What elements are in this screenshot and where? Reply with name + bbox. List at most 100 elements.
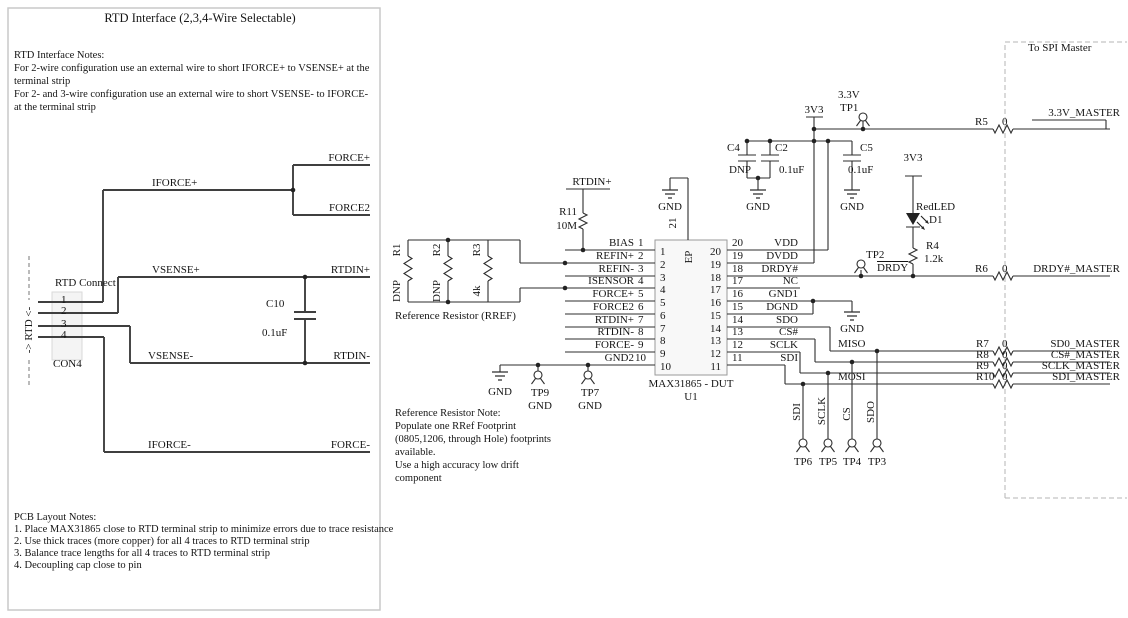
connector-pin-4: 4 <box>61 329 67 341</box>
ic-pad-num: 15 <box>710 310 721 322</box>
tp1-ref: TP1 <box>840 102 859 114</box>
net-force-minus: FORCE- <box>330 439 370 451</box>
gnd-label: GND <box>488 386 512 398</box>
ic-pad-num: 17 <box>710 284 721 296</box>
connector-ref: CON4 <box>53 358 82 370</box>
power-flag-3v3: 3V3 <box>804 104 824 116</box>
rtdin-flag: RTDIN+ <box>572 176 612 188</box>
r5-value: 0 <box>1002 116 1008 128</box>
pin-num: 18 <box>732 263 743 275</box>
r3-ref: R3 <box>471 243 483 257</box>
frames <box>7 7 1127 611</box>
connector-pin-1: 1 <box>61 294 67 306</box>
ic-pad-num: 11 <box>710 361 721 373</box>
ic-refdes: U1 <box>684 391 698 403</box>
r2-ref: R2 <box>431 243 443 257</box>
rref-note-line: Use a high accuracy low drift <box>395 460 519 471</box>
r4-value: 1.2k <box>924 253 944 265</box>
rtd-flag: -> RTD <- <box>23 306 35 354</box>
net-sd0-master: SD0_MASTER <box>1050 338 1120 350</box>
ic-pad-num: 9 <box>660 348 666 360</box>
pin-name-gnd2: GND2 <box>604 352 634 364</box>
c10-ref: C10 <box>266 298 285 310</box>
ic-pad-num: 1 <box>660 246 666 258</box>
ic-pad-num: 13 <box>710 335 721 347</box>
tp7-ref: TP7 <box>580 387 600 399</box>
r11-ref: R11 <box>559 206 577 218</box>
pin-name-bias: BIAS <box>608 237 634 249</box>
net-vsense-plus: VSENSE+ <box>152 264 200 276</box>
pin-name-sclk: SCLK <box>769 339 798 351</box>
pin-num: 14 <box>732 314 743 326</box>
r10-ref: R10 <box>976 371 995 383</box>
pin-num: 15 <box>732 301 743 313</box>
pin-name-refinp: REFIN+ <box>596 250 634 262</box>
pin-num: 6 <box>638 301 644 313</box>
tp2-net-drdy: DRDY <box>877 262 909 274</box>
pin-num: 2 <box>638 250 644 262</box>
r6-ref: R6 <box>975 263 988 275</box>
pin-num: 16 <box>732 288 743 300</box>
connector-pin-2: 2 <box>61 305 67 317</box>
tp3-ref: TP3 <box>867 456 887 468</box>
pin-name-nc: NC <box>782 275 798 287</box>
r7-value: 0 <box>1002 338 1008 350</box>
net-rtdin-plus: RTDIN+ <box>330 264 370 276</box>
r8-value: 0 <box>1002 349 1008 361</box>
pin-name-rtdinn: RTDIN- <box>597 326 634 338</box>
pin-num: 11 <box>732 352 743 364</box>
c4-value: DNP <box>729 164 752 176</box>
pin-num: 20 <box>732 237 743 249</box>
tp4-net: CS <box>841 407 853 421</box>
pin-name-sdi: SDI <box>780 352 798 364</box>
tp1-net: 3.3V <box>838 89 860 101</box>
r7-ref: R7 <box>976 338 989 350</box>
ic-pad-num: 12 <box>710 348 721 360</box>
tp9-net: GND <box>528 400 552 412</box>
c5-ref: C5 <box>860 142 873 154</box>
r9-value: 0 <box>1002 360 1008 372</box>
c10-value: 0.1uF <box>262 327 288 339</box>
tp5-net: SCLK <box>816 396 828 426</box>
pin-num: 8 <box>638 326 644 338</box>
c2-ref: C2 <box>775 142 788 154</box>
net-force2: FORCE2 <box>329 202 370 214</box>
gnd-label: GND <box>840 201 864 213</box>
ic-pad-num: 19 <box>710 259 721 271</box>
junction-dots <box>290 126 916 387</box>
rtd-note-line: RTD Interface Notes: <box>14 50 105 61</box>
net-sclk-master: SCLK_MASTER <box>1041 360 1120 372</box>
power-flag-3v3-led: 3V3 <box>903 152 923 164</box>
pin-name-gnd1: GND1 <box>768 288 798 300</box>
ic-part-number: MAX31865 - DUT <box>648 378 734 390</box>
ic-pad-num: 14 <box>710 323 721 335</box>
ic-pad-num: 3 <box>660 272 666 284</box>
gnd-label: GND <box>746 201 770 213</box>
spi-boundary-label: To SPI Master <box>1028 42 1092 54</box>
r1-ref: R1 <box>391 243 403 257</box>
ic-pad-num: 4 <box>660 284 666 296</box>
net-iforce-minus: IFORCE- <box>148 439 191 451</box>
ic-ep-label: EP <box>683 250 695 264</box>
r8-ref: R8 <box>976 349 989 361</box>
ground-symbols <box>492 189 860 381</box>
core-wires <box>407 116 1110 439</box>
ic-pad-num: 7 <box>660 323 666 335</box>
r4-ref: R4 <box>926 240 939 252</box>
net-mosi: MOSI <box>838 371 866 383</box>
led-symbol <box>906 213 929 230</box>
r2-value: DNP <box>431 279 443 303</box>
pcb-note-line: 2. Use thick traces (more copper) for al… <box>14 536 310 547</box>
tp5-ref: TP5 <box>818 456 838 468</box>
pin-num: 3 <box>638 263 644 275</box>
led-ref: D1 <box>929 214 943 226</box>
net-miso: MISO <box>838 338 866 350</box>
net-iforce-plus: IFORCE+ <box>152 177 198 189</box>
pin-num: 13 <box>732 326 743 338</box>
pin-name-dvdd: DVDD <box>766 250 798 262</box>
pcb-note-line: PCB Layout Notes: <box>14 512 97 523</box>
net-sdi-master: SDI_MASTER <box>1052 371 1120 383</box>
pin-name-isensor: ISENSOR <box>588 275 634 287</box>
ep-gnd-label: GND <box>658 201 682 213</box>
